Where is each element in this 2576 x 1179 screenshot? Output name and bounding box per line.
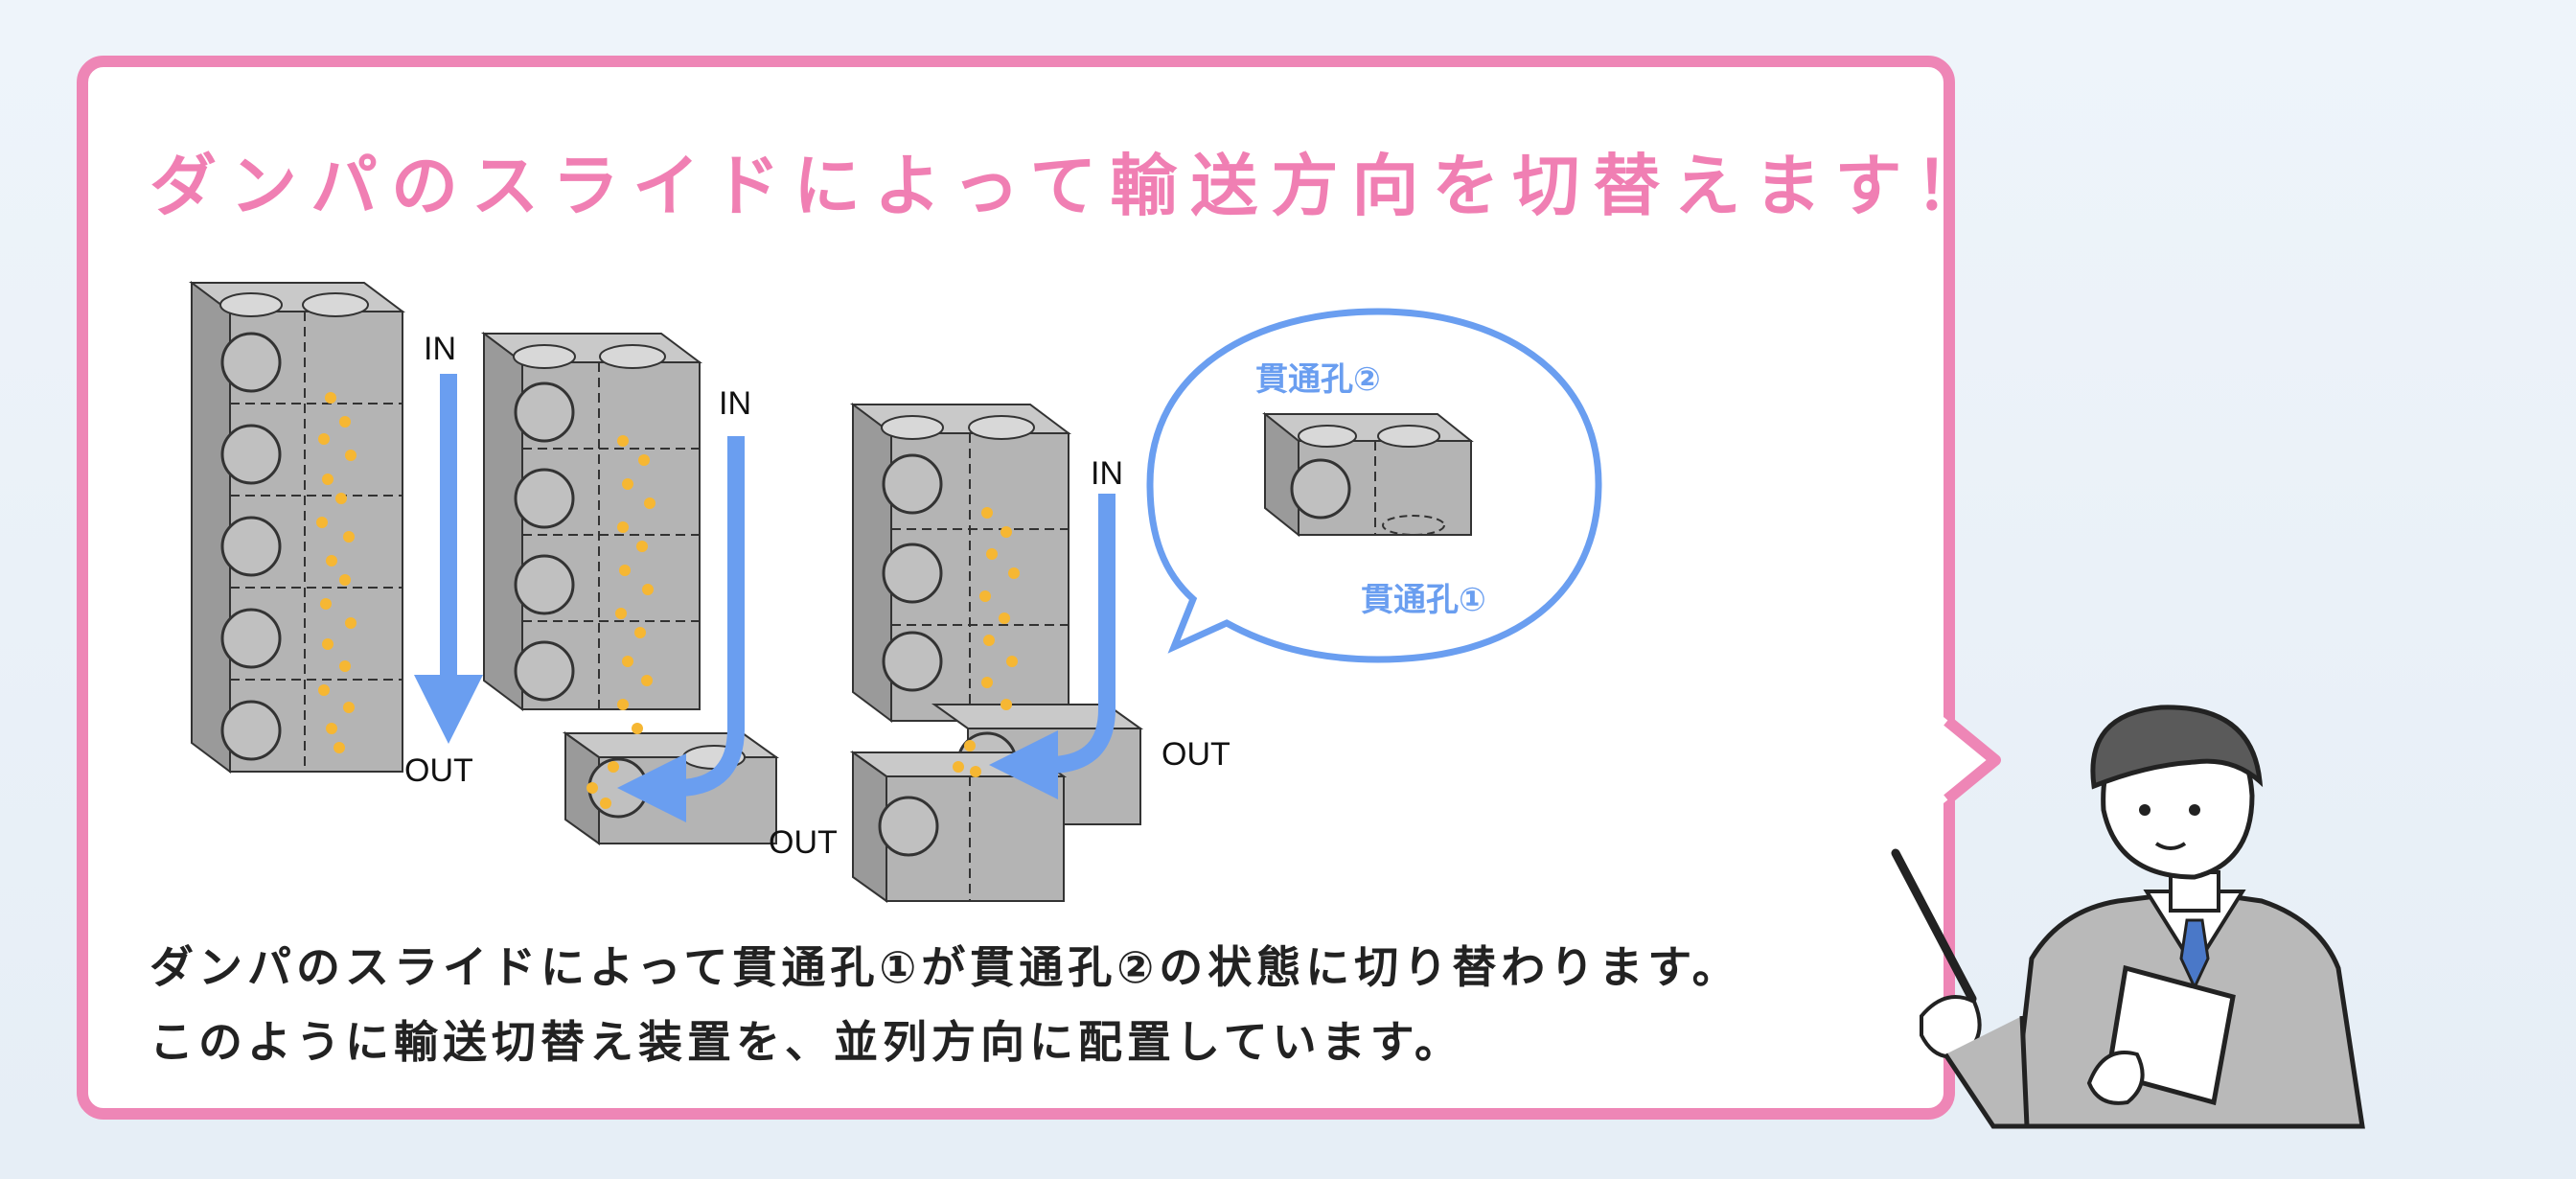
hole2-label: 貫通孔② bbox=[1255, 360, 1381, 399]
in-label-1: IN bbox=[424, 331, 456, 367]
page-title: ダンパのスライドによって輸送方向を切替えます！ bbox=[150, 147, 1996, 225]
damper-zoom-block bbox=[1262, 411, 1474, 538]
in-label-3: IN bbox=[1091, 455, 1123, 492]
out-label-1: OUT bbox=[404, 752, 473, 789]
damper-tower-2: IN OUT bbox=[481, 332, 838, 861]
pointer-stick bbox=[1891, 848, 1977, 1004]
speech-panel-tail bbox=[1944, 717, 2001, 803]
description-line-2: このように輸送切替え装置を、並列方向に配置しています。 bbox=[150, 1016, 1464, 1068]
damper-tower-1: IN OUT bbox=[189, 281, 483, 789]
damper-tower-3: IN OUT bbox=[849, 403, 1230, 903]
speech-bubble: 貫通孔② 貫通孔① bbox=[1146, 308, 1602, 663]
description: ダンパのスライドによって貫通孔①が貫通孔②の状態に切り替わります。 このように輸… bbox=[150, 930, 1894, 1079]
out-label-2: OUT bbox=[769, 824, 838, 861]
out-label-3: OUT bbox=[1162, 736, 1230, 773]
description-line-1: ダンパのスライドによって貫通孔①が貫通孔②の状態に切り替わります。 bbox=[150, 941, 1741, 993]
presenter-illustration bbox=[1891, 705, 2365, 1129]
hole1-label: 貫通孔① bbox=[1361, 581, 1486, 619]
in-label-2: IN bbox=[719, 385, 751, 422]
